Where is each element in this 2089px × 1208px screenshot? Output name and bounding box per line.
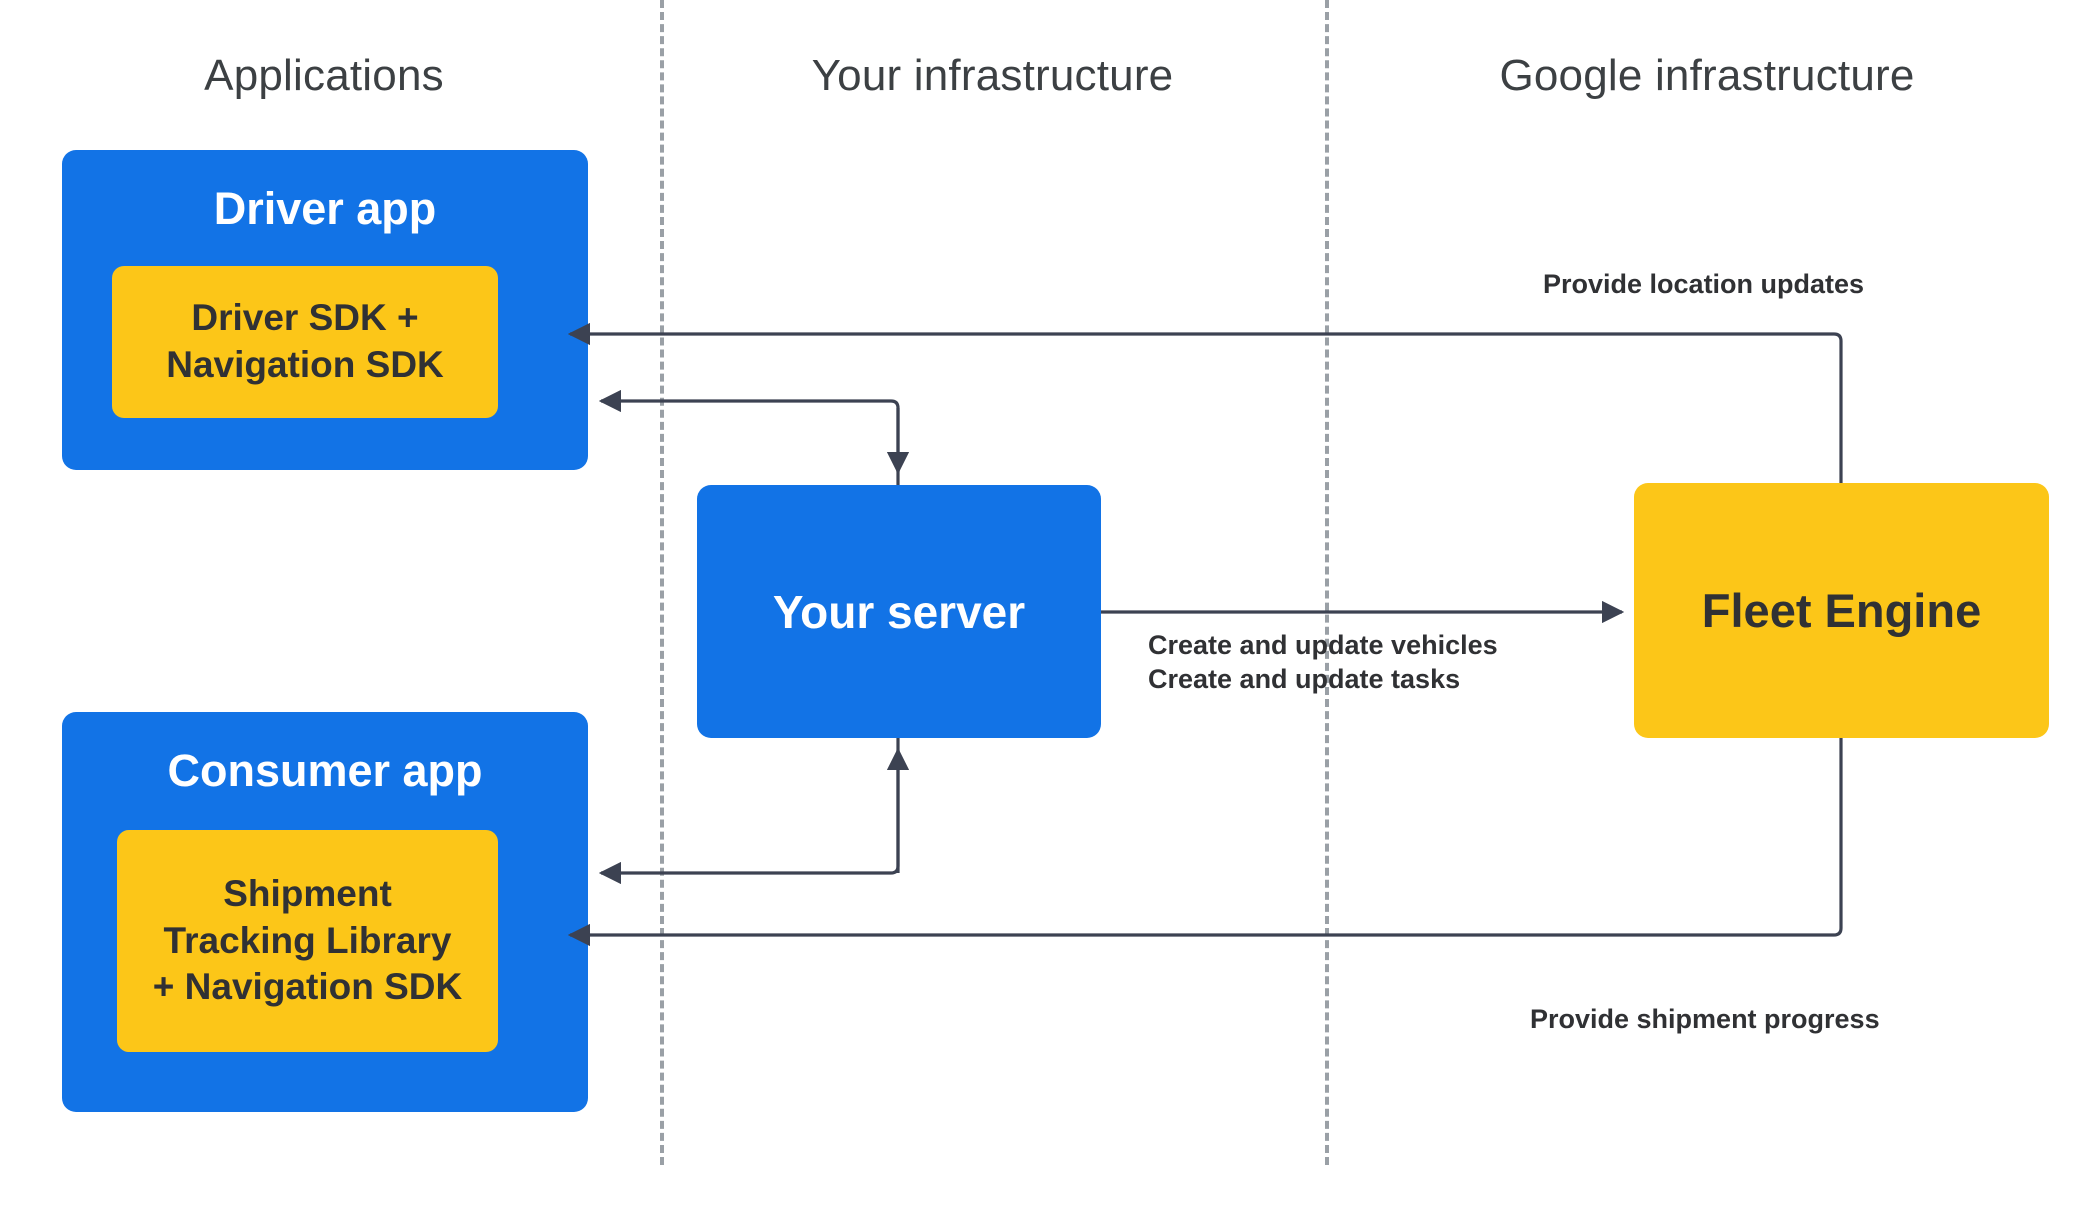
node-driver-sdk[interactable]: Driver SDK +Navigation SDK xyxy=(112,266,498,418)
node-driver-app[interactable]: Driver app Driver SDK +Navigation SDK xyxy=(62,150,588,470)
edge-label-create-and-update: Create and update vehicles Create and up… xyxy=(1148,629,1498,697)
edge-label-provide-location-updates: Provide location updates xyxy=(1543,269,1865,299)
column-header-your-infrastructure: Your infrastructure xyxy=(811,51,1174,100)
column-divider-right xyxy=(1325,0,1329,1165)
edge-server-to-driver xyxy=(598,389,900,485)
edge-fleet-to-driver xyxy=(567,322,1843,483)
node-fleet-engine[interactable]: Fleet Engine xyxy=(1634,483,2049,738)
node-your-server[interactable]: Your server xyxy=(697,485,1101,738)
column-divider-left xyxy=(660,0,664,1165)
column-header-applications: Applications xyxy=(204,51,444,100)
driver-app-title: Driver app xyxy=(213,183,437,234)
edge-fleet-to-consumer xyxy=(567,738,1843,947)
edge-label-provide-shipment-progress: Provide shipment progress xyxy=(1530,1004,1880,1034)
consumer-app-title: Consumer app xyxy=(167,745,483,796)
fleet-engine-label: Fleet Engine xyxy=(1701,584,1982,637)
edge-label-create-and-update-line1: Create and update vehicles xyxy=(1148,630,1498,660)
edge-label-create-and-update-line2: Create and update tasks xyxy=(1148,663,1461,694)
driver-sdk-label: Driver SDK +Navigation SDK xyxy=(166,297,444,385)
your-server-label: Your server xyxy=(772,585,1026,638)
column-header-google-infrastructure: Google infrastructure xyxy=(1499,51,1915,100)
edge-server-to-consumer xyxy=(598,738,900,885)
